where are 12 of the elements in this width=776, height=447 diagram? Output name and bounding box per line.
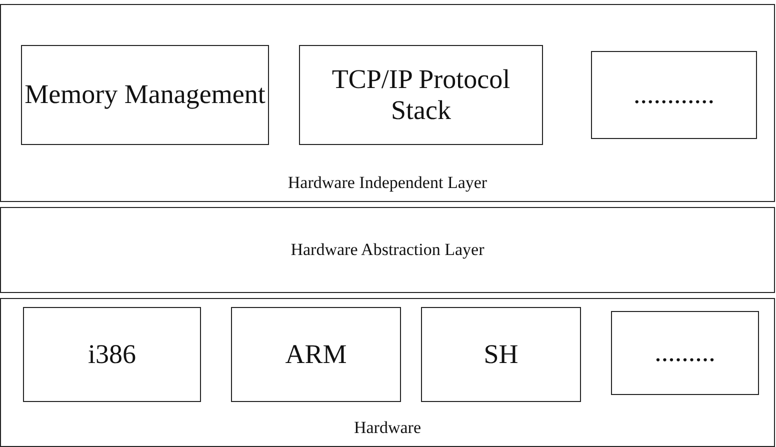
layer-panel: Hardware Abstraction Layer [0, 207, 775, 293]
module-box: ......... [611, 311, 759, 395]
module-box: i386 [23, 307, 201, 402]
layer-panel [0, 4, 775, 202]
layer-panel [0, 298, 775, 447]
module-box: ............ [591, 51, 757, 139]
layer-label: Hardware [352, 418, 422, 438]
layer-label: Hardware Independent Layer [286, 173, 488, 193]
module-box: Memory Management [21, 45, 269, 145]
module-box: SH [421, 307, 581, 402]
module-box: TCP/IP Protocol Stack [299, 45, 543, 145]
module-box: ARM [231, 307, 401, 402]
